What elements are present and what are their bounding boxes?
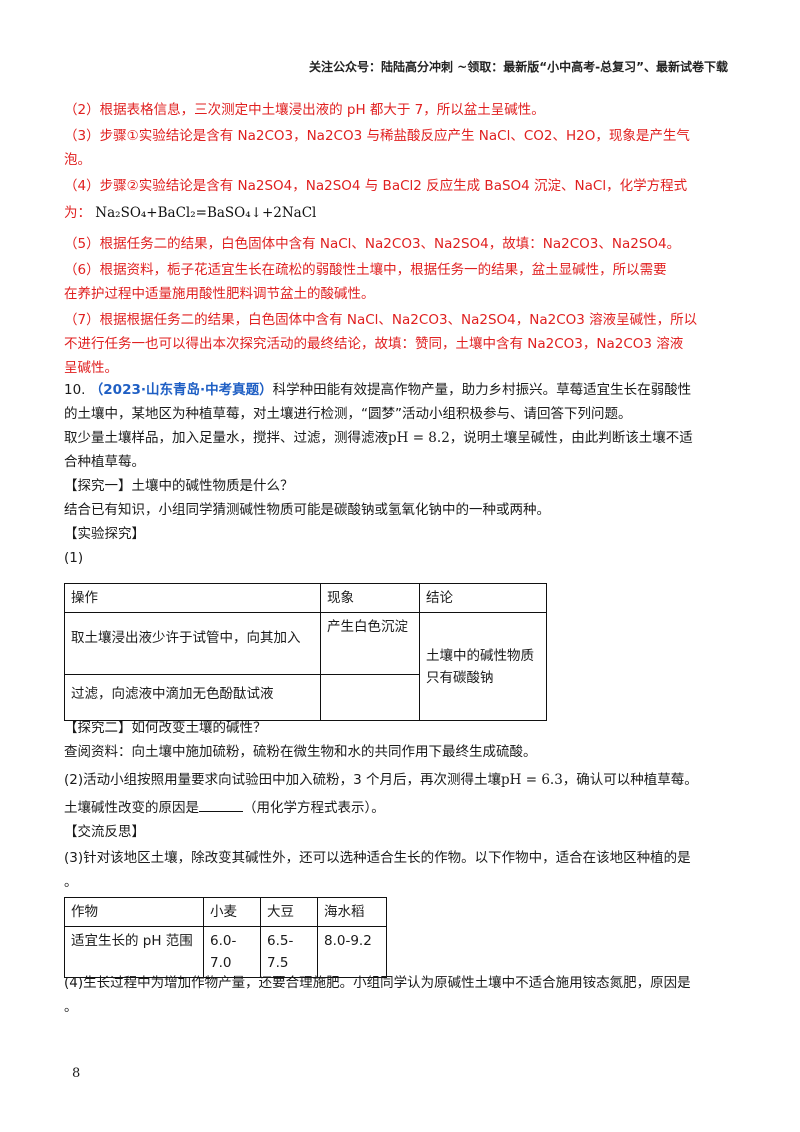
table-cell: 取土壤浸出液少许于试管中，向其加入 (64, 612, 321, 675)
answer-6-line-1: （6）根据资料，栀子花适宜生长在疏松的弱酸性土壤中，根据任务一的结果，盆土显碱性… (64, 262, 667, 278)
answer-3-line-2: 泡。 (64, 152, 91, 168)
answer-6-line-2: 在养护过程中适量施用酸性肥料调节盆土的酸碱性。 (64, 286, 375, 302)
q10-intro-line-3-b: ，说明土壤呈碱性，由此判断该土壤不适 (449, 430, 693, 446)
answer-3-line-1: （3）步骤①实验结论是含有 Na2CO3，Na2CO3 与稀盐酸反应产生 NaC… (64, 128, 690, 144)
table-header-cell: 结论 (419, 583, 547, 613)
answer-4-line-1: （4）步骤②实验结论是含有 Na2SO4，Na2SO4 与 BaCl2 反应生成… (64, 178, 688, 194)
answer-4: （4）步骤②实验结论是含有 Na2SO4，Na2SO4 与 BaCl2 反应生成… (64, 174, 736, 228)
answer-3: （3）步骤①实验结论是含有 Na2CO3，Na2CO3 与稀盐酸反应产生 NaC… (64, 124, 736, 172)
sub-question-4-line-2: 。 (64, 999, 78, 1015)
answer-blank[interactable] (199, 797, 243, 812)
answer-6: （6）根据资料，栀子花适宜生长在疏松的弱酸性土壤中，根据任务一的结果，盆土显碱性… (64, 258, 736, 306)
table-cell: 作物 (64, 897, 204, 927)
info-text: 查阅资料：向土壤中施加硫粉，硫粉在微生物和水的共同作用下最终生成硫酸。 (64, 744, 537, 760)
table-row: 取土壤浸出液少许于试管中，向其加入 产生白色沉淀 土壤中的碱性物质只有碳酸钠 (64, 612, 547, 721)
answer-5: （5）根据任务二的结果，白色固体中含有 NaCl、Na2CO3、Na2SO4，故… (64, 236, 681, 252)
answer-block: （2）根据表格信息，三次测定中土壤浸出液的 pH 都大于 7，所以盆土呈碱性。 … (64, 98, 736, 380)
explore-2-heading: 【探究二】如何改变土壤的碱性？ (64, 720, 267, 736)
table-row: 适宜生长的 pH 范围 6.0-7.0 6.5-7.5 8.0-9.2 (64, 926, 387, 978)
table-cell: 海水稻 (317, 897, 387, 927)
q10-intro-line-3-a: 取少量土壤样品，加入足量水，搅拌、过滤，测得滤液 (64, 430, 388, 446)
table-header-cell: 现象 (320, 583, 420, 613)
table-cell: 8.0-9.2 (317, 926, 387, 978)
table-cell: 大豆 (260, 897, 318, 927)
q10-intro-line-2: 的土壤中，某地区为种植草莓，对土壤进行检测，“圆梦”活动小组积极参与、请回答下列… (64, 406, 632, 422)
sub-question-2-text-b: ，确认可以种植草莓。 (562, 772, 698, 788)
sub-question-2-line-2: 土壤碱性改变的原因是 （用化学方程式表示）。 (64, 796, 736, 820)
q10-intro-line-1: 10. （2023·山东青岛·中考真题）科学种田能有效提高作物产量，助力乡村振兴… (64, 378, 736, 402)
table-row: 过滤，向滤液中滴加无色酚酞试液 (64, 674, 547, 721)
table-cell-conclusion: 土壤中的碱性物质只有碳酸钠 (419, 612, 547, 721)
answer-2: （2）根据表格信息，三次测定中土壤浸出液的 pH 都大于 7，所以盆土呈碱性。 (64, 102, 545, 118)
table-row: 操作 现象 结论 (64, 583, 547, 613)
table-cell: 产生白色沉淀 (320, 612, 420, 675)
crop-ph-table: 作物 小麦 大豆 海水稻 适宜生长的 pH 范围 6.0-7.0 6.5-7.5… (64, 897, 387, 978)
sub-question-3-line-2: 。 (64, 874, 78, 890)
answer-7: （7）根据根据任务二的结果，白色固体中含有 NaCl、Na2CO3、Na2SO4… (64, 308, 736, 380)
question-10: 10. （2023·山东青岛·中考真题）科学种田能有效提高作物产量，助力乡村振兴… (64, 378, 736, 570)
table-header-cell: 操作 (64, 583, 321, 613)
sub-question-2-text: (2)活动小组按照用量要求向试验田中加入硫粉，3 个月后，再次测得土壤 (64, 772, 502, 788)
guess-text: 结合已有知识，小组同学猜测碱性物质可能是碳酸钠或氢氧化钠中的一种或两种。 (64, 502, 550, 518)
answer-7-line-3: 呈碱性。 (64, 360, 118, 376)
table-cell: 适宜生长的 pH 范围 (64, 926, 204, 978)
table-cell-empty (320, 674, 420, 721)
sub-question-4-line-1: (4)生长过程中为增加作物产量，还要合理施肥。小组同学认为原碱性土壤中不适合施用… (64, 975, 691, 991)
sub-question-1: (1) (64, 550, 84, 566)
sub-question-3-line-1: (3)针对该地区土壤，除改变其碱性外，还可以选种适合生长的作物。以下作物中，适合… (64, 850, 691, 866)
q10-intro-text: 科学种田能有效提高作物产量，助力乡村振兴。草莓适宜生长在弱酸性 (272, 382, 692, 398)
sub-question-2-hint: （用化学方程式表示）。 (243, 800, 385, 816)
answer-4-prefix: 为： (64, 205, 91, 221)
reflect-heading: 【交流反思】 (64, 824, 145, 840)
table-cell: 小麦 (203, 897, 261, 927)
table-cell: 过滤，向滤液中滴加无色酚酞试液 (64, 674, 321, 721)
sub-question-4: (4)生长过程中为增加作物产量，还要合理施肥。小组同学认为原碱性土壤中不适合施用… (64, 971, 736, 1019)
experiment-heading: 【实验探究】 (64, 526, 145, 542)
table-row: 作物 小麦 大豆 海水稻 (64, 897, 387, 927)
answer-4-line-2: 为： Na₂SO₄+BaCl₂=BaSO₄↓+2NaCl (64, 198, 736, 228)
sub-question-2-prompt: 土壤碱性改变的原因是 (64, 800, 199, 816)
q10-intro-line-4: 合种植草莓。 (64, 454, 145, 470)
answer-7-line-2: 不进行任务一也可以得出本次探究活动的最终结论，故填：赞同，土壤中含有 Na2CO… (64, 336, 684, 352)
question-source: （2023·山东青岛·中考真题） (89, 382, 273, 398)
answer-7-line-1: （7）根据根据任务二的结果，白色固体中含有 NaCl、Na2CO3、Na2SO4… (64, 312, 698, 328)
ph-value-1: pH = 8.2 (388, 430, 450, 446)
explore-1-heading: 【探究一】土壤中的碱性物质是什么？ (64, 478, 294, 494)
question-number: 10. (64, 382, 86, 398)
experiment-table: 操作 现象 结论 取土壤浸出液少许于试管中，向其加入 产生白色沉淀 土壤中的碱性… (64, 583, 547, 721)
q10-intro-line-3: 取少量土壤样品，加入足量水，搅拌、过滤，测得滤液pH = 8.2，说明土壤呈碱性… (64, 426, 736, 450)
page-number: 8 (72, 1066, 81, 1081)
answer-4-formula: Na₂SO₄+BaCl₂=BaSO₄↓+2NaCl (95, 205, 317, 221)
question-10-part-2: 【探究二】如何改变土壤的碱性？ 查阅资料：向土壤中施加硫粉，硫粉在微生物和水的共… (64, 716, 736, 894)
sub-question-2-line-1: (2)活动小组按照用量要求向试验田中加入硫粉，3 个月后，再次测得土壤pH = … (64, 768, 736, 792)
table-cell: 6.5-7.5 (260, 926, 318, 978)
table-cell: 6.0-7.0 (203, 926, 261, 978)
page-header: 关注公众号：陆陆高分冲刺 ~领取：最新版“小中高考-总复习”、最新试卷下载 (309, 60, 728, 74)
ph-value-2: pH = 6.3 (501, 772, 563, 788)
